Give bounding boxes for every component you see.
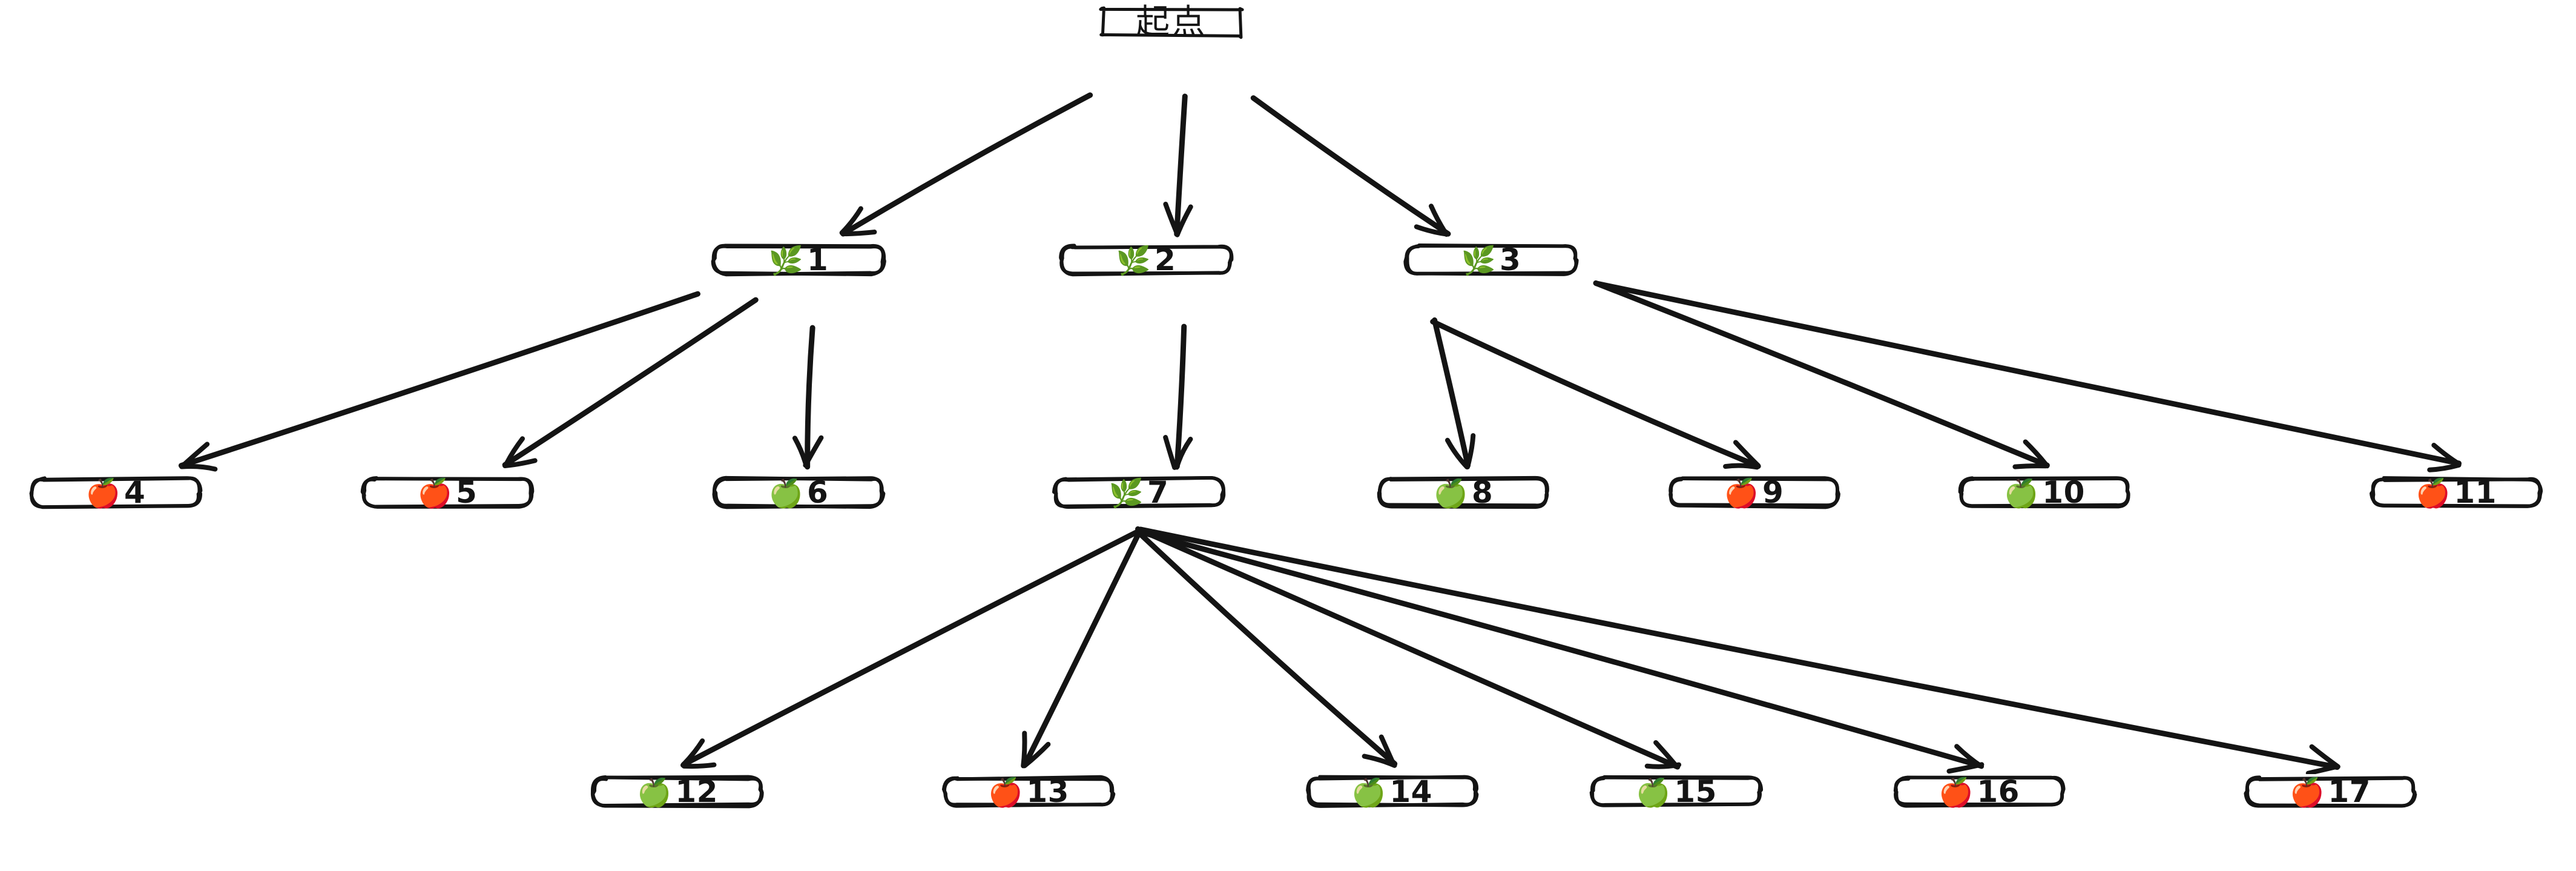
edge-n7-to-n14: [1135, 529, 1398, 768]
node-label-n8: 🍏8: [1434, 477, 1494, 508]
edge-n3-to-n11: [1593, 280, 2462, 472]
node-label-n12: 🍏12: [637, 777, 718, 807]
red-apple-emoji: 🍎: [2290, 776, 2325, 809]
edges-group: [178, 92, 2462, 776]
node-text-n12: 12: [675, 774, 718, 809]
node-n14[interactable]: 🍏14: [1290, 774, 1494, 809]
edge-root-to-n1: [839, 92, 1093, 237]
node-n13[interactable]: 🍎13: [926, 774, 1131, 809]
green-apple-emoji: 🍏: [1636, 776, 1671, 809]
edge-n3-to-n9: [1430, 319, 1761, 470]
node-label-n10: 🍏10: [2004, 477, 2085, 508]
node-label-n1: 🌿1: [769, 245, 829, 275]
node-text-n3: 3: [1499, 242, 1521, 277]
node-root[interactable]: 起点: [1087, 5, 1256, 40]
node-text-n2: 2: [1154, 242, 1176, 277]
edge-root-to-n3: [1250, 95, 1451, 237]
node-label-n7: 🌿7: [1109, 477, 1169, 508]
node-text-n9: 9: [1762, 475, 1784, 510]
herb-emoji: 🌿: [1461, 244, 1496, 277]
node-text-n15: 15: [1674, 774, 1717, 809]
node-text-n13: 13: [1026, 774, 1069, 809]
edge-n3-to-n10: [1593, 280, 2050, 469]
node-label-n3: 🌿3: [1461, 245, 1521, 275]
node-n2[interactable]: 🌿2: [1043, 242, 1250, 277]
green-apple-emoji: 🍏: [1433, 477, 1468, 509]
edge-n1-to-n6: [792, 325, 824, 470]
node-n11[interactable]: 🍎11: [2354, 475, 2558, 510]
node-text-n8: 8: [1471, 475, 1494, 510]
edge-n7-to-n13: [1021, 528, 1143, 769]
node-label-n14: 🍏14: [1351, 777, 1432, 807]
node-text-n6: 6: [806, 475, 829, 510]
node-label-n9: 🍎9: [1724, 477, 1784, 508]
herb-emoji: 🌿: [1108, 477, 1144, 509]
edge-n3-to-n8: [1432, 317, 1476, 469]
node-text-n16: 16: [1977, 774, 2020, 809]
node-n16[interactable]: 🍎16: [1877, 774, 2081, 809]
node-n7[interactable]: 🌿7: [1036, 475, 1241, 510]
edge-n7-to-n15: [1135, 526, 1682, 770]
node-n3[interactable]: 🌿3: [1388, 242, 1595, 277]
red-apple-emoji: 🍎: [988, 776, 1023, 809]
node-label-n6: 🍏6: [769, 477, 829, 508]
node-label-root: 起点: [1136, 5, 1207, 39]
node-n15[interactable]: 🍏15: [1574, 774, 1779, 809]
node-n12[interactable]: 🍏12: [575, 774, 780, 809]
node-text-n17: 17: [2328, 774, 2371, 809]
edge-n7-to-n17: [1138, 526, 2340, 776]
node-label-n11: 🍎11: [2416, 477, 2497, 508]
node-n1[interactable]: 🌿1: [695, 242, 902, 277]
edge-n1-to-n5: [502, 297, 759, 468]
node-n6[interactable]: 🍏6: [696, 475, 901, 510]
red-apple-emoji: 🍎: [1724, 477, 1759, 509]
red-apple-emoji: 🍎: [1939, 776, 1974, 809]
node-label-n4: 🍎4: [86, 477, 146, 508]
node-label-n17: 🍎17: [2290, 777, 2371, 807]
green-apple-emoji: 🍏: [637, 776, 672, 809]
green-apple-emoji: 🍏: [1351, 776, 1386, 809]
node-n8[interactable]: 🍏8: [1361, 475, 1566, 510]
node-n4[interactable]: 🍎4: [13, 475, 218, 510]
node-text-n7: 7: [1147, 475, 1169, 510]
node-n5[interactable]: 🍎5: [345, 475, 550, 510]
node-text-n14: 14: [1389, 774, 1432, 809]
green-apple-emoji: 🍏: [2004, 477, 2039, 509]
node-text-n10: 10: [2042, 475, 2085, 510]
node-text-n4: 4: [124, 475, 146, 510]
node-text-root: 起点: [1136, 2, 1207, 42]
node-n9[interactable]: 🍎9: [1652, 475, 1856, 510]
edge-root-to-n2: [1163, 93, 1193, 237]
edge-n2-to-n7: [1163, 323, 1193, 470]
node-n17[interactable]: 🍎17: [2228, 774, 2433, 809]
green-apple-emoji: 🍏: [768, 477, 803, 509]
node-text-n1: 1: [806, 242, 829, 277]
edge-n7-to-n12: [680, 529, 1141, 769]
herb-emoji: 🌿: [1116, 244, 1151, 277]
red-apple-emoji: 🍎: [2416, 477, 2451, 509]
edge-n7-to-n16: [1137, 529, 1985, 774]
node-label-n5: 🍎5: [418, 477, 478, 508]
herb-emoji: 🌿: [768, 244, 803, 277]
red-apple-emoji: 🍎: [85, 477, 120, 509]
node-text-n5: 5: [455, 475, 478, 510]
node-text-n11: 11: [2454, 475, 2497, 510]
node-label-n16: 🍎16: [1939, 777, 2020, 807]
red-apple-emoji: 🍎: [417, 477, 452, 509]
edge-n1-to-n4: [178, 291, 700, 472]
node-n10[interactable]: 🍏10: [1942, 475, 2147, 510]
node-label-n2: 🌿2: [1116, 245, 1176, 275]
node-label-n15: 🍏15: [1636, 777, 1717, 807]
node-label-n13: 🍎13: [988, 777, 1069, 807]
